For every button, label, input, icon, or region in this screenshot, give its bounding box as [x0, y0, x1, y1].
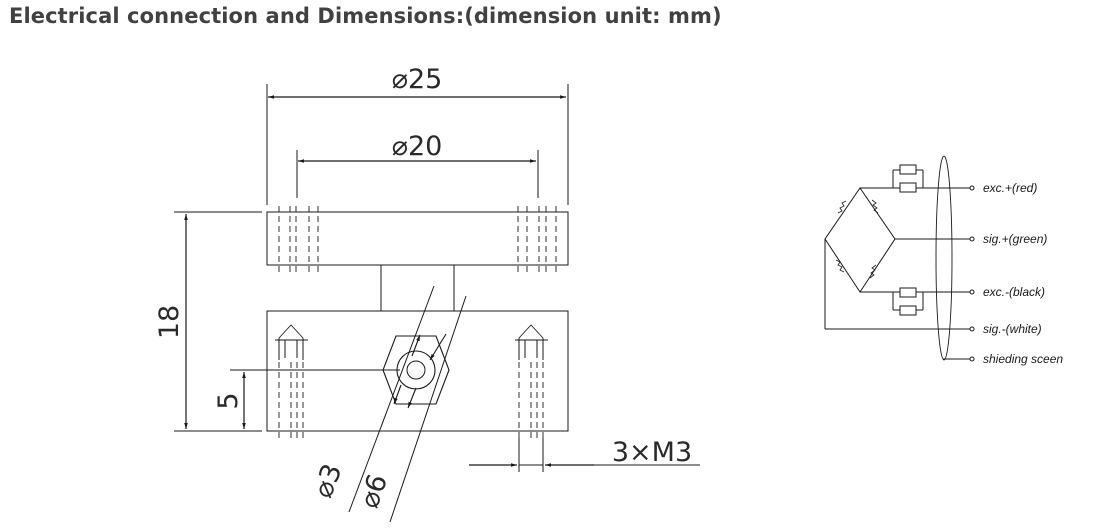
wire-label-sig-plus: sig.+(green) — [983, 232, 1047, 246]
resistor — [899, 287, 917, 298]
resistor — [899, 305, 917, 316]
page-title: Electrical connection and Dimensions:(di… — [9, 4, 722, 28]
bore-small-label: ⌀3 — [308, 460, 349, 502]
bore-large-label: ⌀6 — [354, 470, 394, 512]
inner-diameter-label: ⌀20 — [392, 131, 443, 162]
height-label: 18 — [154, 305, 185, 339]
resistor — [899, 164, 917, 175]
wire-label-exc-plus: exc.+(red) — [983, 181, 1037, 195]
offset-dimension: 5 — [213, 369, 400, 429]
thread-label: 3×M3 — [612, 437, 692, 468]
center-neck — [380, 264, 455, 312]
outer-diameter-label: ⌀25 — [392, 64, 443, 95]
cable-shield — [935, 155, 953, 361]
inner-diameter-dimension: ⌀20 — [296, 131, 539, 198]
wire-label-exc-minus: exc.-(black) — [983, 285, 1045, 299]
bridge-circuit — [824, 187, 896, 293]
top-plate — [266, 206, 569, 272]
bottom-plate — [266, 310, 569, 438]
thread-dimension: 3×M3 — [469, 437, 700, 472]
resistor — [899, 182, 917, 193]
bore-leaders: ⌀3 ⌀6 — [308, 285, 467, 523]
height-dimension: 18 — [154, 211, 262, 432]
wiring-diagram: exc.+(red) sig.+(green) exc.-(black) sig… — [824, 155, 1063, 366]
outer-diameter-dimension: ⌀25 — [266, 64, 569, 205]
wire-label-shield: shieding sceen — [983, 352, 1063, 366]
wire-label-sig-minus: sig.-(white) — [983, 322, 1042, 336]
offset-label: 5 — [213, 392, 244, 409]
